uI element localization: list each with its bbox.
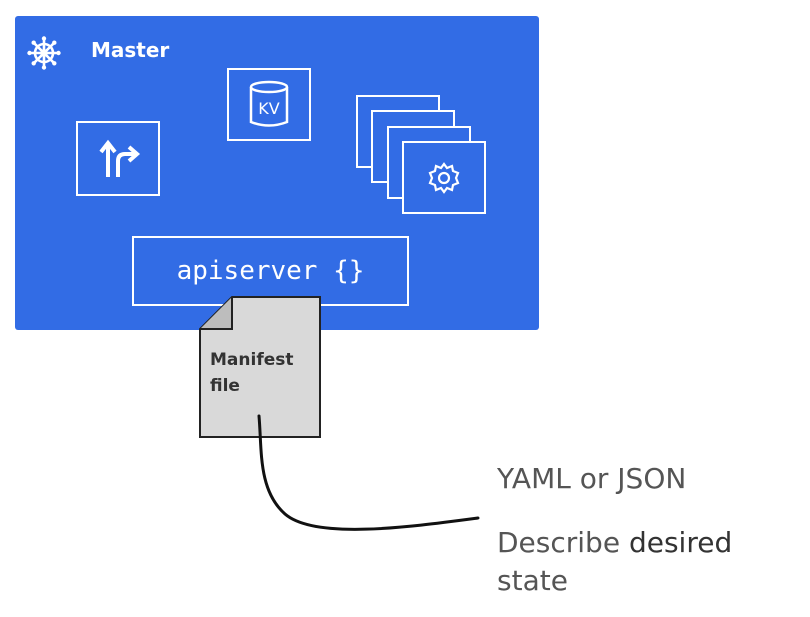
manifest-label-line1: Manifest: [210, 350, 294, 370]
gear-icon: [428, 162, 460, 194]
database-cylinder-icon: KV: [249, 80, 289, 127]
manifest-file-fold: [200, 297, 233, 330]
apiserver-label: apiserver {}: [176, 256, 365, 286]
manifest-file-label: Manifest file: [210, 347, 320, 399]
scheduler-box: [76, 121, 160, 196]
describe-note: Describe desired: [497, 526, 732, 559]
master-title: Master: [91, 38, 170, 62]
master-node-panel: Master KV: [15, 16, 539, 330]
manifest-label-line2: file: [210, 376, 240, 396]
connector-line: [257, 414, 480, 531]
describe-emphasis: desired: [628, 526, 733, 559]
etcd-store-box: KV: [227, 68, 311, 141]
apiserver-box: apiserver {}: [132, 236, 409, 306]
describe-plain: Describe: [497, 526, 629, 559]
route-arrows-icon: [99, 139, 141, 177]
kubernetes-helm-icon: [27, 36, 61, 70]
controller-manager-box: [402, 141, 486, 214]
format-note: YAML or JSON: [497, 462, 687, 495]
state-note: state: [497, 564, 568, 597]
kv-label: KV: [258, 99, 279, 118]
